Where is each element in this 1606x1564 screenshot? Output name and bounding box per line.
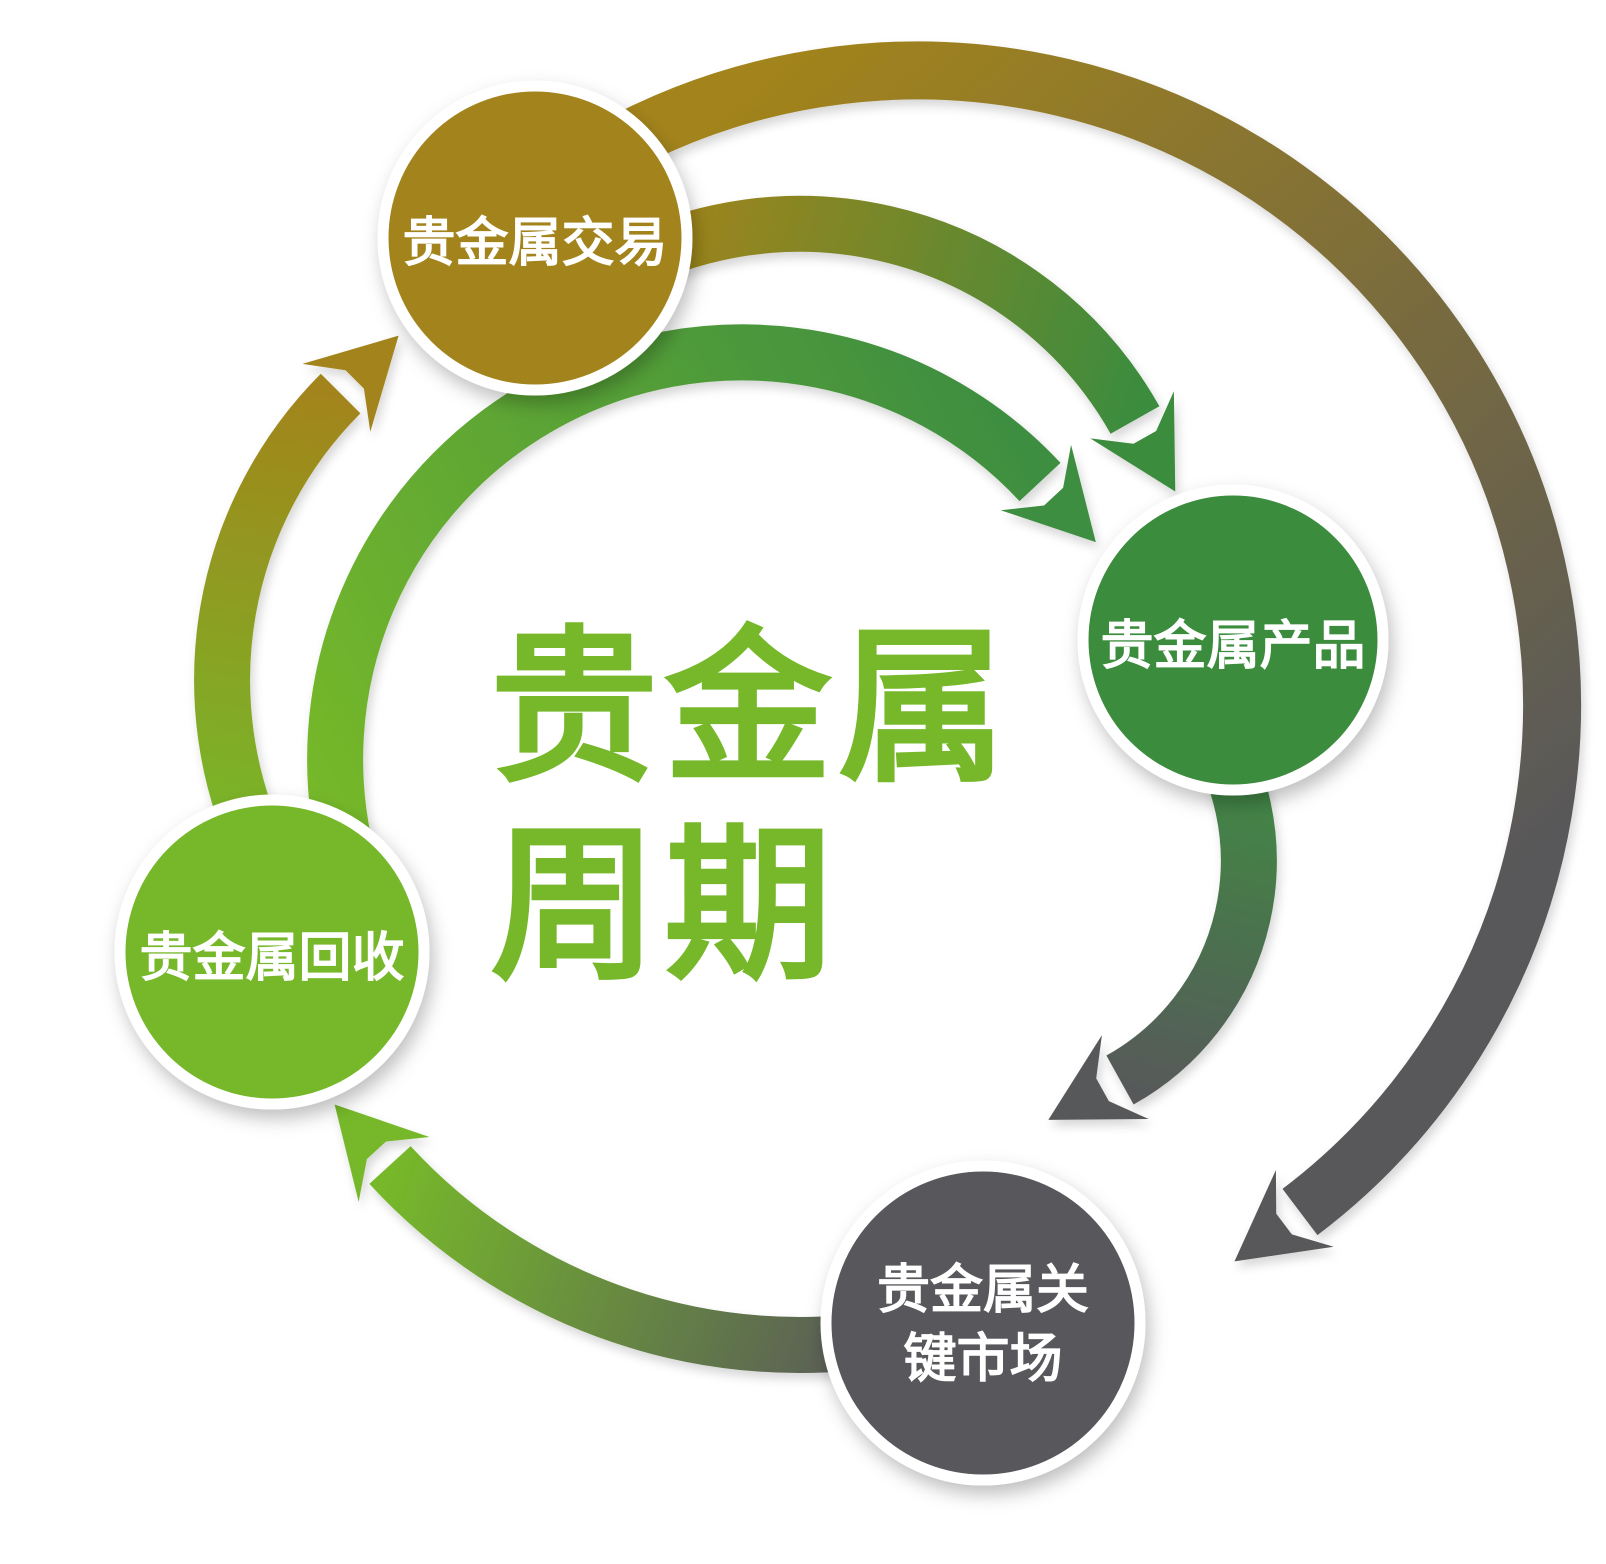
node-recycling-circle (114, 794, 430, 1110)
arrow-recycling-to-products-shaft (307, 324, 1061, 872)
arrow-trading-to-products-head-icon (1090, 391, 1176, 492)
node-key-markets-circle (820, 1160, 1146, 1486)
node-recycling-label: 贵金属回收 (140, 929, 405, 988)
arrow-trading-to-key-markets-shaft (586, 41, 1582, 1236)
node-trading-label: 贵金属交易 (403, 214, 668, 273)
arrow-recycling-to-trading (194, 335, 399, 863)
arrow-recycling-to-trading-shaft (194, 373, 361, 863)
node-trading-circle (377, 80, 693, 396)
node-key-markets-label-line1: 贵金属关 (877, 1261, 1089, 1320)
node-key-markets-label-line2: 键市场 (904, 1330, 1063, 1389)
arrow-trading-to-key-markets (586, 41, 1582, 1262)
arrow-trading-to-key-markets-head-icon (1234, 1170, 1334, 1262)
arrow-recycling-to-products (307, 324, 1096, 872)
node-products-circle (1077, 484, 1389, 796)
cycle-nodes (114, 80, 1389, 1486)
arrow-products-to-key-markets-head-icon (1048, 1035, 1149, 1120)
arrow-key-markets-to-recycling-shaft (369, 1146, 902, 1374)
diagram-title-line2: 周期 (490, 812, 838, 1000)
arrow-recycling-to-products-head-icon (1000, 444, 1096, 543)
diagram-title: 贵金属 周期 (490, 614, 1012, 1000)
arrow-key-markets-to-recycling (334, 1104, 902, 1374)
arrow-recycling-to-trading-head-icon (302, 335, 399, 432)
cycle-arrows (194, 41, 1582, 1374)
diagram-title-line1: 贵金属 (490, 614, 1012, 802)
cycle-node-labels: 贵金属交易 贵金属产品 贵金属关 键市场 贵金属回收 (140, 214, 1366, 1389)
arrow-key-markets-to-recycling-head-icon (334, 1104, 430, 1202)
node-products-label: 贵金属产品 (1101, 617, 1366, 676)
